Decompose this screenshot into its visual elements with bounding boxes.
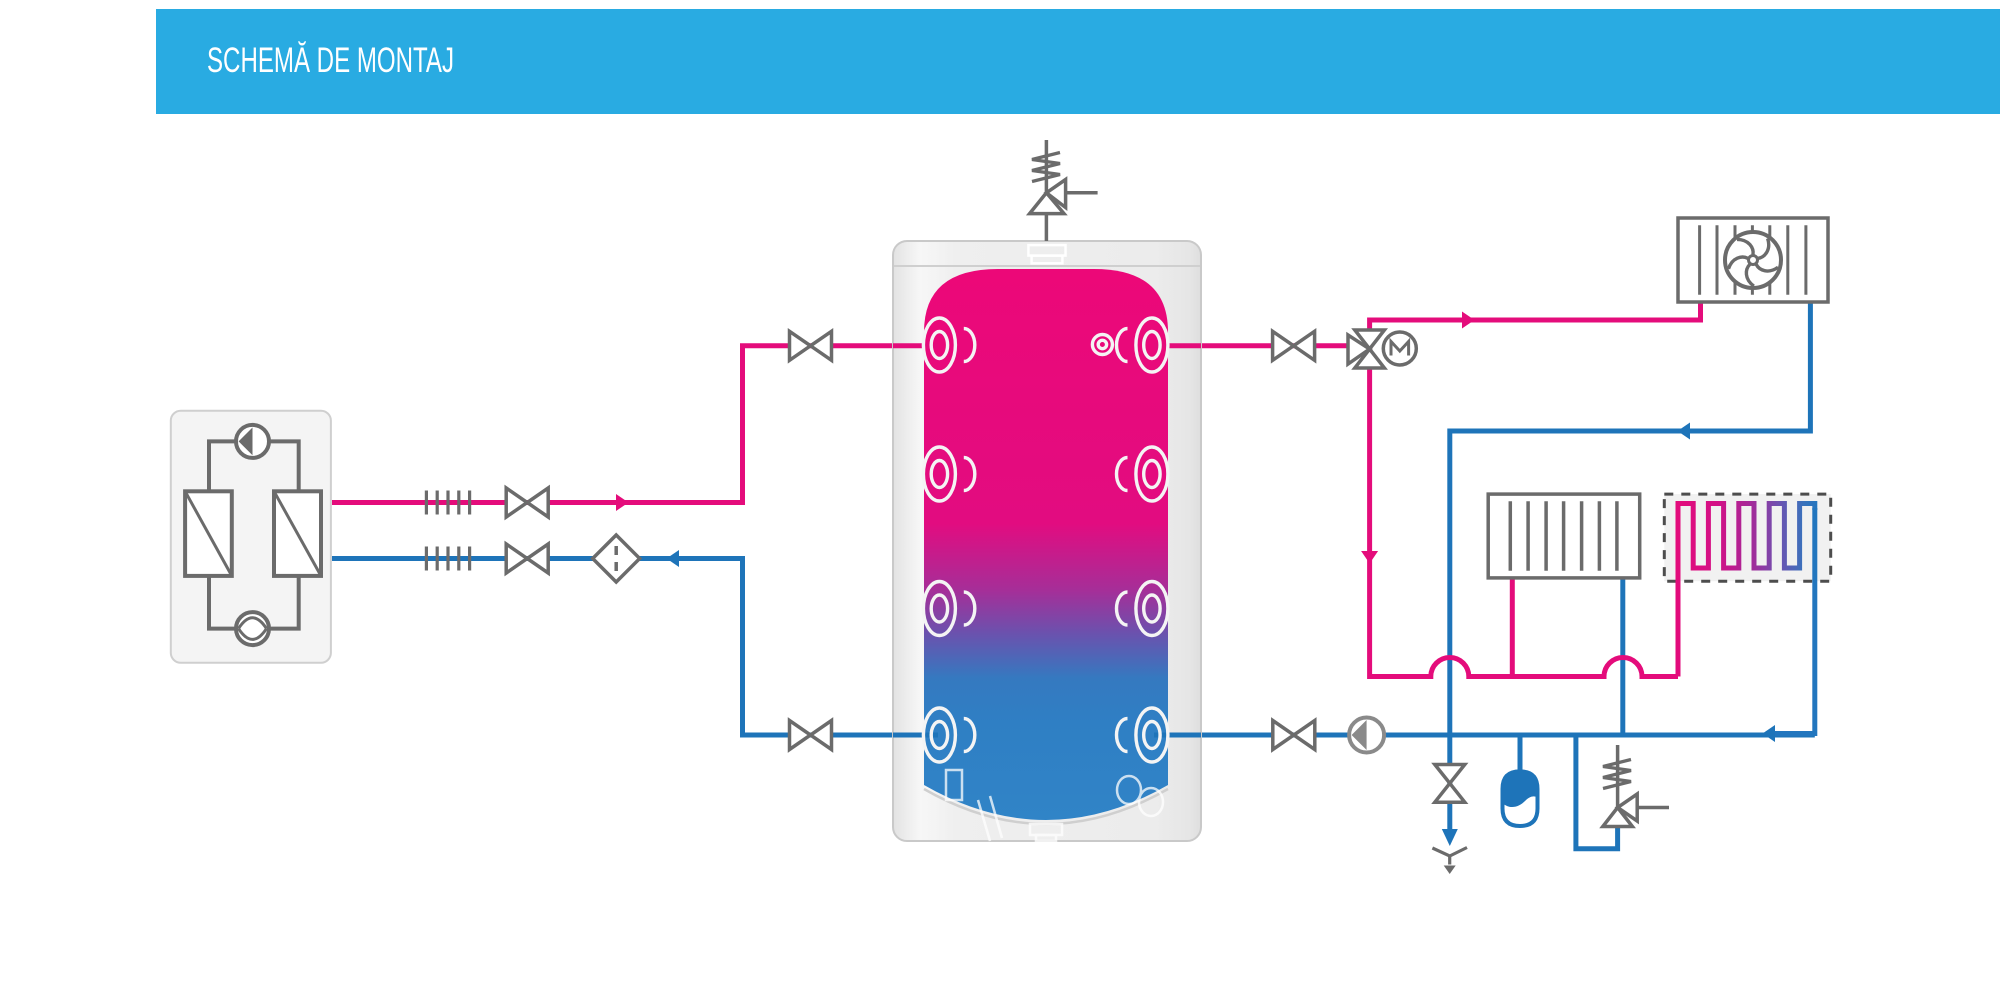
svg-text:SCHEMĂ DE MONTAJ: SCHEMĂ DE MONTAJ: [207, 40, 454, 80]
